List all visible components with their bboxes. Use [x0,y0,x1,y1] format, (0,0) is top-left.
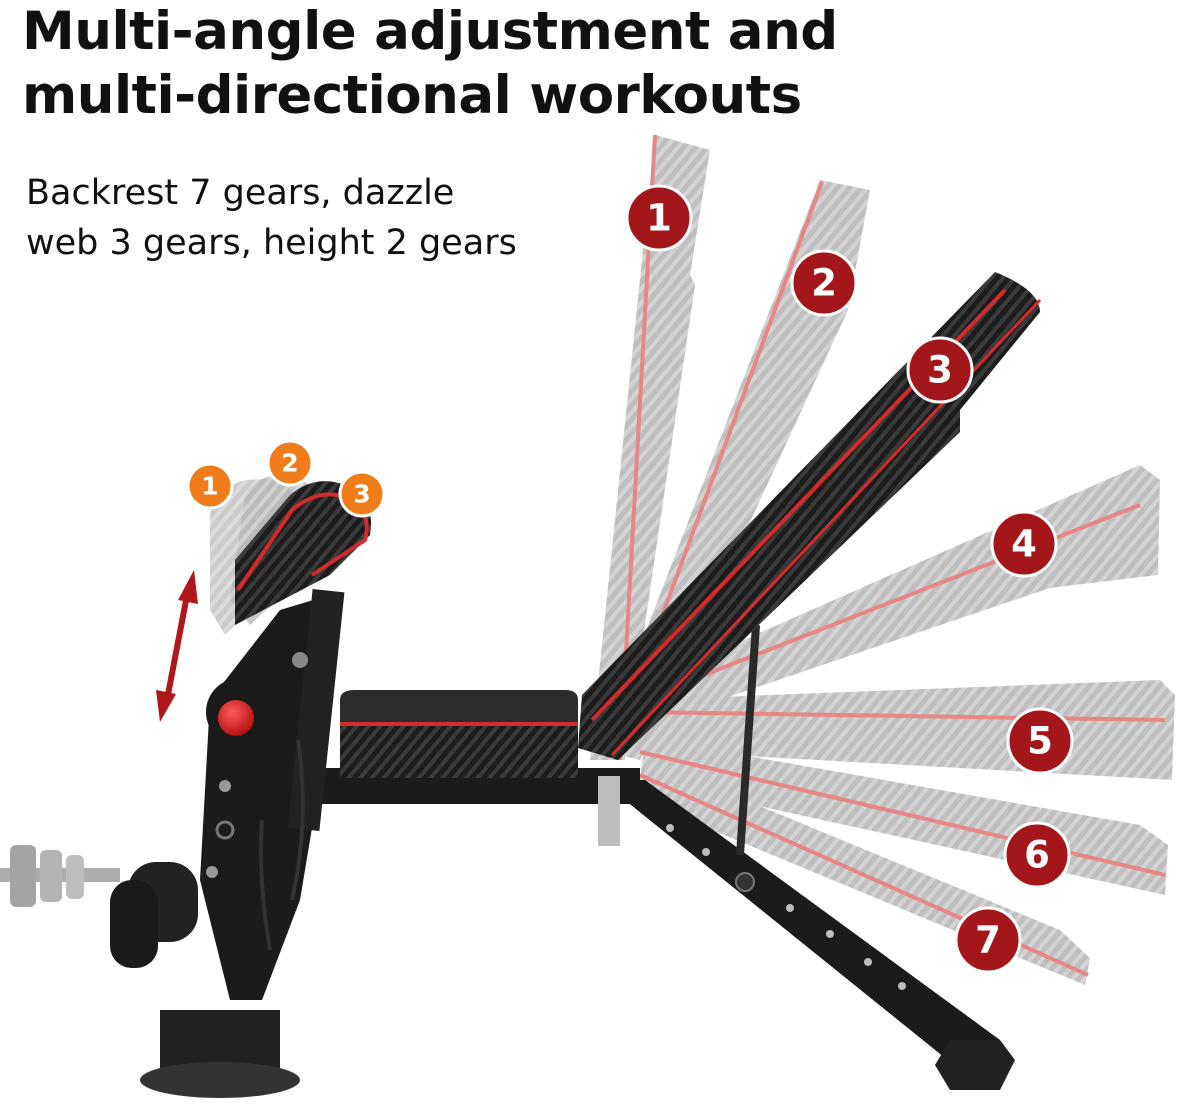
backrest-gear-badge-5-circle [1006,707,1074,775]
backrest-gear-badge-4-label: 4 [1011,523,1037,566]
height-adjust-arrow [156,570,198,722]
leg-gear-badge-3-circle [338,470,386,518]
backrest-gear-badge-7: 7 [954,906,1022,974]
backrest-gear-badge-5-label: 5 [1027,720,1053,763]
backrest-gear-badge-6-circle [1003,821,1071,889]
backrest-gear-badge-5: 5 [1006,707,1074,775]
leg-column [110,588,345,1098]
leg-gear-badge-3-label: 3 [353,480,370,509]
dumbbell-motion [0,845,120,907]
backrest-gear-badge-6: 6 [1003,821,1071,889]
headline: Multi-angle adjustment and multi-directi… [22,0,838,128]
backrest-gear-badge-2: 2 [790,249,858,317]
backrest-gear-badge-3: 3 [906,336,974,404]
subtitle-line-1: Backrest 7 gears, dazzle [26,173,455,213]
backrest-gear-badge-7-circle [954,906,1022,974]
leg-gear-badge-2-circle [266,439,314,487]
leg-gear-badge-1-label: 1 [201,472,218,501]
leg-gear-badge-2-label: 2 [281,449,298,478]
backrest-gear-badge-3-circle [906,336,974,404]
seat-pad [340,690,578,778]
leg-gear-badges: 1 2 3 [186,439,386,518]
leg-gear-badge-1: 1 [186,462,234,510]
backrest-ghost-positions [590,134,1175,985]
backrest-gear-badge-6-label: 6 [1024,834,1050,877]
headline-line-2: multi-directional workouts [22,65,802,126]
backrest-gear-badge-1-circle [625,184,693,252]
backrest-gear-badge-7-label: 7 [975,919,1001,962]
backrest-gear-badge-1-label: 1 [646,197,672,240]
backrest-gear-badge-4-circle [990,510,1058,578]
backrest-gear-badge-2-label: 2 [811,262,837,305]
leg-pad-positions [210,474,371,635]
subtitle: Backrest 7 gears, dazzle web 3 gears, he… [26,168,517,268]
backrest-gear-badge-2-circle [790,249,858,317]
leg-gear-badge-3: 3 [338,470,386,518]
backrest-gear-badge-3-label: 3 [927,349,953,392]
leg-gear-badge-2: 2 [266,439,314,487]
headline-line-1: Multi-angle adjustment and [22,1,838,62]
backrest-gear-badge-4: 4 [990,510,1058,578]
subtitle-line-2: web 3 gears, height 2 gears [26,223,517,263]
backrest-gear-badge-1: 1 [625,184,693,252]
backrest-gear-badges: 1 2 3 4 5 67 [625,184,1074,974]
leg-gear-badge-1-circle [186,462,234,510]
